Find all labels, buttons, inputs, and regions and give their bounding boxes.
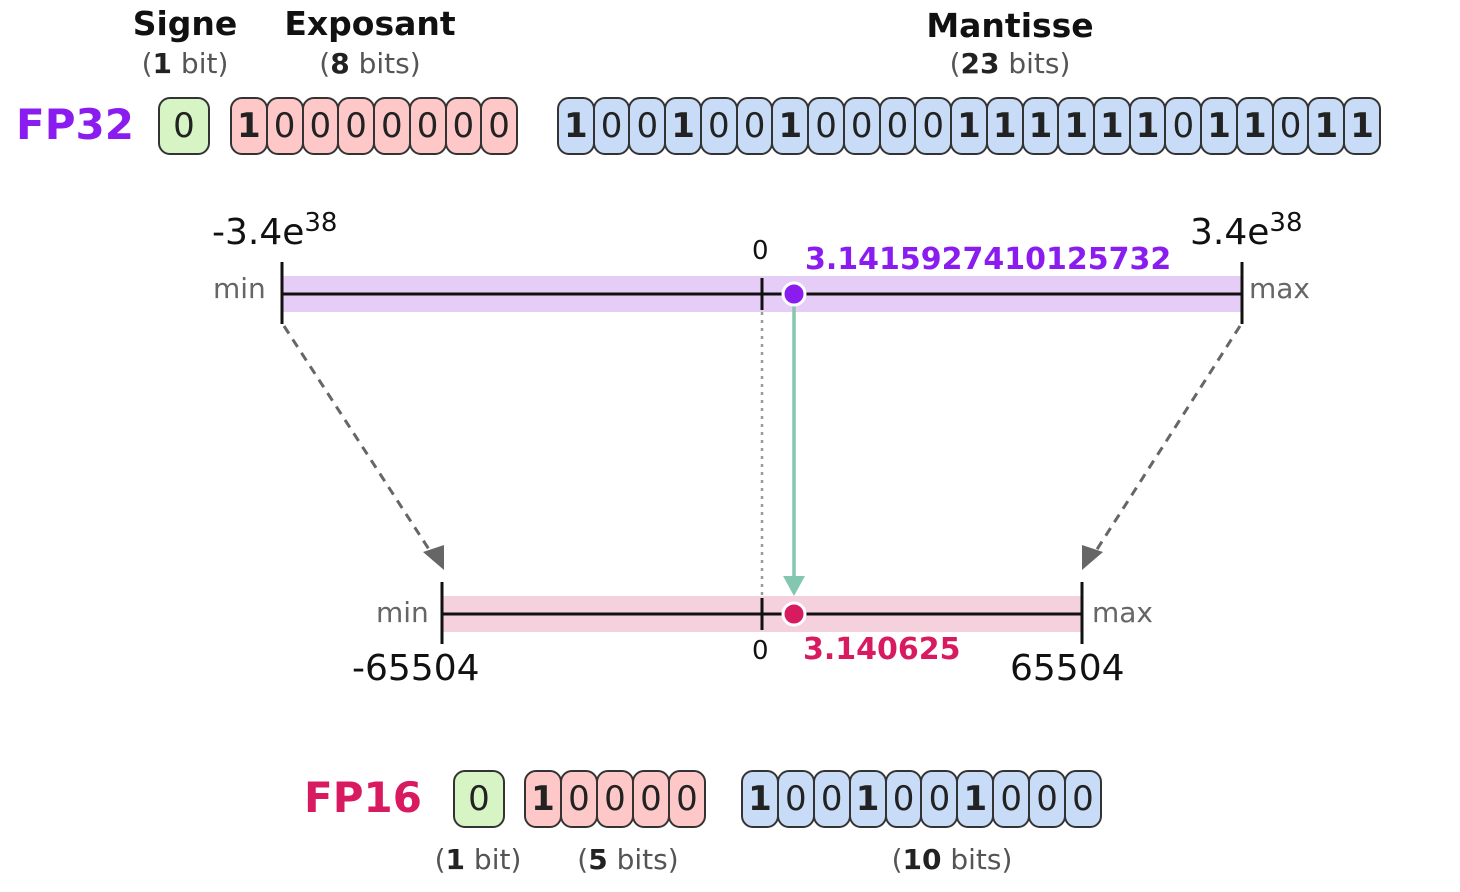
bit-cell: 0	[914, 97, 953, 155]
max-mapping-arrowhead	[1082, 545, 1103, 570]
bit-cell: 0	[337, 97, 375, 155]
bit-cell: 1	[1057, 97, 1096, 155]
bit-cell: 0	[1164, 97, 1203, 155]
bit-cell: 0	[628, 97, 667, 155]
mantissa-bits-count: (23 bits)	[949, 47, 1071, 80]
fp16-mantissa-bits-count: (10 bits)	[891, 843, 1013, 876]
bit-cell: 0	[992, 770, 1031, 828]
bit-cell: 1	[956, 770, 995, 828]
bit-cell: 0	[444, 97, 483, 155]
bit-cell: 0	[373, 97, 411, 155]
bit-cell: 1	[1200, 97, 1238, 155]
exponent-header: Exposant	[284, 4, 456, 43]
fp32-label: FP32	[16, 100, 134, 149]
bit-cell: 0	[1064, 770, 1102, 828]
bit-cell: 1	[1128, 97, 1167, 155]
fp16-label: FP16	[304, 773, 422, 822]
bit-cell: 0	[668, 770, 706, 828]
bit-cell: 1	[985, 97, 1024, 155]
fp32-value-point	[781, 281, 807, 307]
bit-cell: 1	[1235, 97, 1274, 155]
bit-cell: 1	[230, 97, 268, 155]
bit-cell: 0	[480, 97, 518, 155]
bit-cell: 1	[950, 97, 988, 155]
fp16-exponent-bits-count: (5 bits)	[577, 843, 679, 876]
bit-cell: 1	[1021, 97, 1060, 155]
fp16-max-label: max	[1092, 596, 1154, 629]
bit-cell: 0	[1028, 770, 1067, 828]
fp16-min-label: min	[376, 596, 429, 629]
bit-cell: 0	[158, 97, 210, 155]
bit-cell: 0	[812, 770, 851, 828]
fp32-sign-bits: 0	[158, 97, 210, 155]
fp16-range-min: -65504	[352, 648, 480, 689]
exponent-bits-count: (8 bits)	[319, 47, 421, 80]
bit-cell: 0	[301, 97, 340, 155]
bit-cell: 0	[265, 97, 304, 155]
bit-cell: 0	[735, 97, 774, 155]
bit-cell: 1	[1307, 97, 1346, 155]
min-mapping-arrowhead	[423, 545, 444, 570]
fp16-value-point	[781, 601, 807, 627]
bit-cell: 1	[1093, 97, 1131, 155]
bit-cell: 1	[771, 97, 810, 155]
min-mapping-arrow	[282, 325, 434, 555]
bit-cell: 0	[884, 770, 923, 828]
fp16-value-label: 3.140625	[803, 632, 961, 667]
bit-cell: 0	[776, 770, 815, 828]
fp32-range-min: -3.4e38	[212, 208, 338, 253]
bit-cell: 0	[596, 770, 634, 828]
conversion-arrowhead	[783, 576, 805, 596]
bit-cell: 0	[699, 97, 738, 155]
mantissa-header: Mantisse	[926, 6, 1094, 45]
bit-cell: 1	[741, 770, 779, 828]
bit-cell: 0	[807, 97, 845, 155]
fp32-max-label: max	[1249, 272, 1311, 305]
bit-cell: 0	[453, 770, 505, 828]
sign-bits-count: (1 bit)	[141, 47, 229, 80]
bit-cell: 0	[632, 770, 670, 828]
fp16-sign-bits: 0	[453, 770, 505, 828]
fp16-sign-bits-count: (1 bit)	[434, 843, 522, 876]
fp32-range-max: 3.4e38	[1190, 208, 1303, 253]
bit-cell: 1	[848, 770, 887, 828]
fp32-zero-label: 0	[752, 236, 769, 266]
sign-header: Signe	[132, 4, 238, 43]
bit-cell: 0	[842, 97, 881, 155]
fp32-value-label: 3.1415927410125732	[805, 242, 1172, 277]
bit-cell: 0	[592, 97, 631, 155]
bit-cell: 1	[1343, 97, 1381, 155]
bit-cell: 0	[408, 97, 447, 155]
fp16-zero-label: 0	[752, 636, 769, 666]
bit-cell: 0	[878, 97, 917, 155]
bit-cell: 0	[920, 770, 959, 828]
bit-cell: 1	[557, 97, 595, 155]
bit-cell: 1	[524, 770, 562, 828]
fp32-min-label: min	[213, 272, 266, 305]
bit-cell: 0	[1271, 97, 1310, 155]
bit-cell: 1	[664, 97, 702, 155]
max-mapping-arrow	[1092, 325, 1242, 555]
bit-cell: 0	[560, 770, 598, 828]
fp16-range-max: 65504	[1010, 648, 1125, 689]
